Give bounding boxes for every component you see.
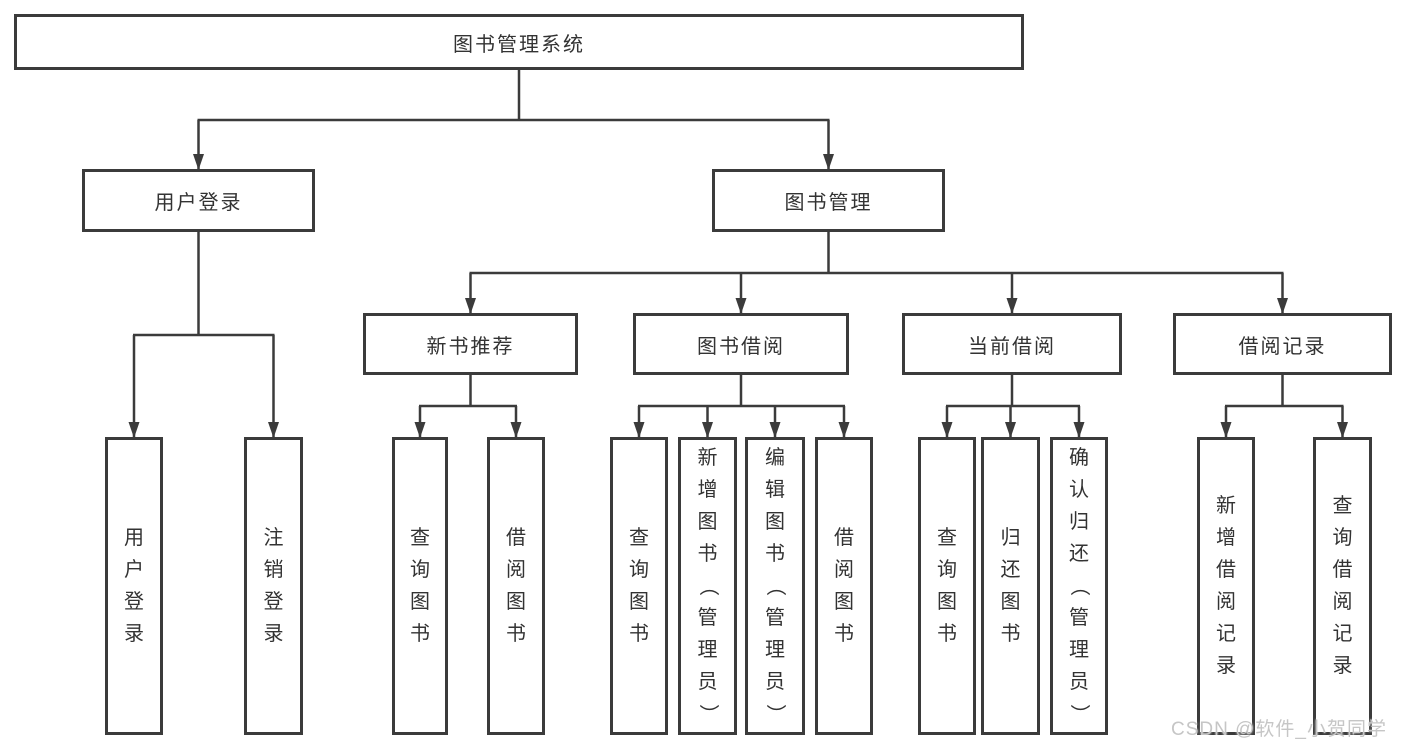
node-label: 新增图书（管理员） [696, 447, 719, 724]
node-user-login: 用户登录 [82, 169, 315, 232]
node-return-book: 归还图书 [981, 437, 1040, 735]
node-label: 新增借阅记录 [1216, 495, 1236, 677]
node-add-book-admin: 新增图书（管理员） [678, 437, 737, 735]
node-label: 图书管理 [784, 192, 873, 214]
node-borrow-book-new: 借阅图书 [487, 437, 545, 735]
node-label: 归还图书 [1000, 527, 1021, 645]
node-book-mgmt: 图书管理 [712, 169, 945, 232]
node-borrow-records: 借阅记录 [1173, 313, 1392, 375]
node-borrow-book-borrow: 借阅图书 [815, 437, 873, 735]
node-root: 图书管理系统 [14, 14, 1024, 70]
node-label: 查询图书 [410, 527, 430, 645]
node-label: 编辑图书（管理员） [764, 447, 786, 724]
node-label: 查询借阅记录 [1332, 495, 1353, 677]
node-edit-book-admin: 编辑图书（管理员） [745, 437, 805, 735]
node-label: 新书推荐 [426, 335, 515, 358]
node-logout-leaf: 注销登录 [244, 437, 303, 735]
watermark: CSDN @软件_小贺同学 [1171, 719, 1387, 740]
node-book-borrow: 图书借阅 [633, 313, 849, 375]
node-label: 图书管理系统 [453, 33, 585, 56]
node-label: 查询图书 [629, 527, 649, 645]
node-new-book-rec: 新书推荐 [363, 313, 578, 375]
node-label: 注销登录 [263, 527, 284, 645]
node-current-borrow: 当前借阅 [902, 313, 1122, 375]
node-label: 用户登录 [124, 527, 144, 645]
node-user-login-leaf: 用户登录 [105, 437, 163, 735]
node-label: 当前借阅 [968, 335, 1056, 358]
node-label: 借阅图书 [834, 527, 854, 645]
node-query-book-borrow: 查询图书 [610, 437, 668, 735]
node-query-book-current: 查询图书 [918, 437, 976, 735]
node-label: 确认归还（管理员） [1068, 447, 1090, 724]
node-label: 用户登录 [154, 192, 243, 214]
node-label: 图书借阅 [697, 335, 785, 358]
node-confirm-return-admin: 确认归还（管理员） [1050, 437, 1108, 735]
node-label: 查询图书 [937, 527, 957, 645]
node-query-book-new: 查询图书 [392, 437, 448, 735]
node-label: 借阅图书 [506, 527, 526, 645]
node-add-borrow-record: 新增借阅记录 [1197, 437, 1255, 735]
node-label: 借阅记录 [1238, 335, 1327, 358]
node-query-borrow-record: 查询借阅记录 [1313, 437, 1372, 735]
